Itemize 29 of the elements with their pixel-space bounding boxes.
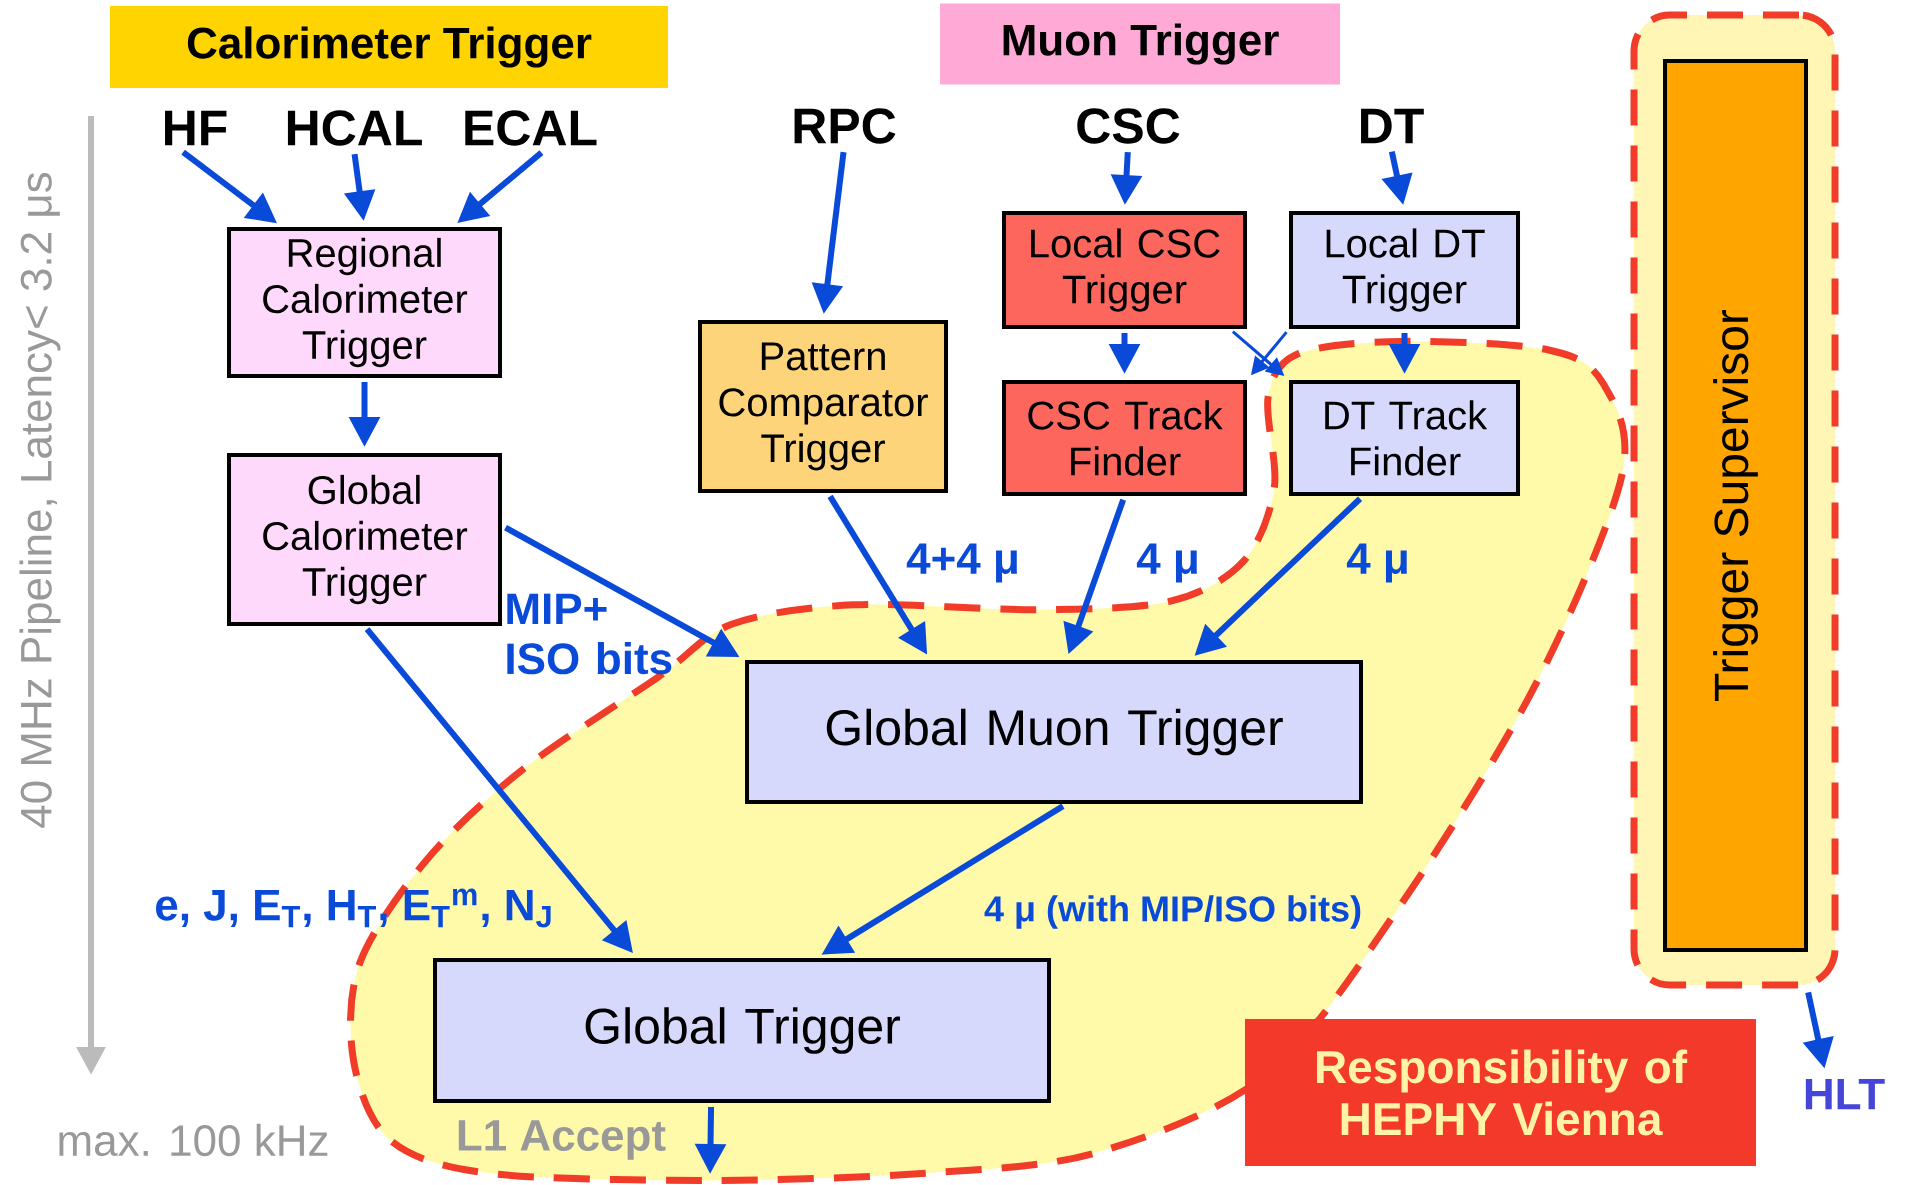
- edge-label: 4 μ: [1346, 543, 1407, 583]
- output-label: HLT: [1805, 1078, 1885, 1110]
- process-box: Global Calorimeter Trigger: [227, 453, 502, 626]
- input-label: CSC: [1077, 108, 1180, 144]
- process-box: Pattern Comparator Trigger: [698, 320, 948, 493]
- input-label: ECAL: [465, 110, 597, 146]
- edge-label: 4 μ (with MIP/ISO bits): [984, 895, 1361, 929]
- edge-label: e, J, E$_{T}$, H$_{T}$, E$_{T}$$^{m}$, N$_{J}$: [156, 888, 551, 928]
- rate-label: max. 100 kHz: [59, 1123, 328, 1157]
- input-label: DT: [1361, 108, 1424, 144]
- supervisor-box: Trigger Supervisor: [1663, 59, 1808, 952]
- input-label: HF: [165, 110, 227, 146]
- process-box: Global Trigger: [433, 958, 1051, 1103]
- edge-label: L1 Accept: [458, 1120, 666, 1160]
- input-label: HCAL: [287, 110, 422, 146]
- edge-label: MIP+ ISO bits: [507, 593, 672, 675]
- edge-label: 4+4 μ: [906, 543, 1017, 583]
- process-box: CSC Track Finder: [1002, 380, 1247, 496]
- input-label: RPC: [794, 108, 896, 144]
- process-box: Global Muon Trigger: [745, 660, 1363, 804]
- process-box: DT Track Finder: [1289, 380, 1520, 496]
- axis-label: 40 MHz Pipeline, Latency< 3.2 μs: [19, 172, 61, 828]
- edge-label: 4 μ: [1136, 543, 1197, 583]
- note-box: Responsibility of HEPHY Vienna: [1245, 1019, 1756, 1166]
- process-box: Local CSC Trigger: [1002, 211, 1247, 329]
- title-banner: Calorimeter Trigger: [110, 6, 668, 88]
- title-banner: Muon Trigger: [940, 3, 1340, 85]
- process-box: Regional Calorimeter Trigger: [227, 227, 502, 378]
- process-box: Local DT Trigger: [1289, 211, 1520, 329]
